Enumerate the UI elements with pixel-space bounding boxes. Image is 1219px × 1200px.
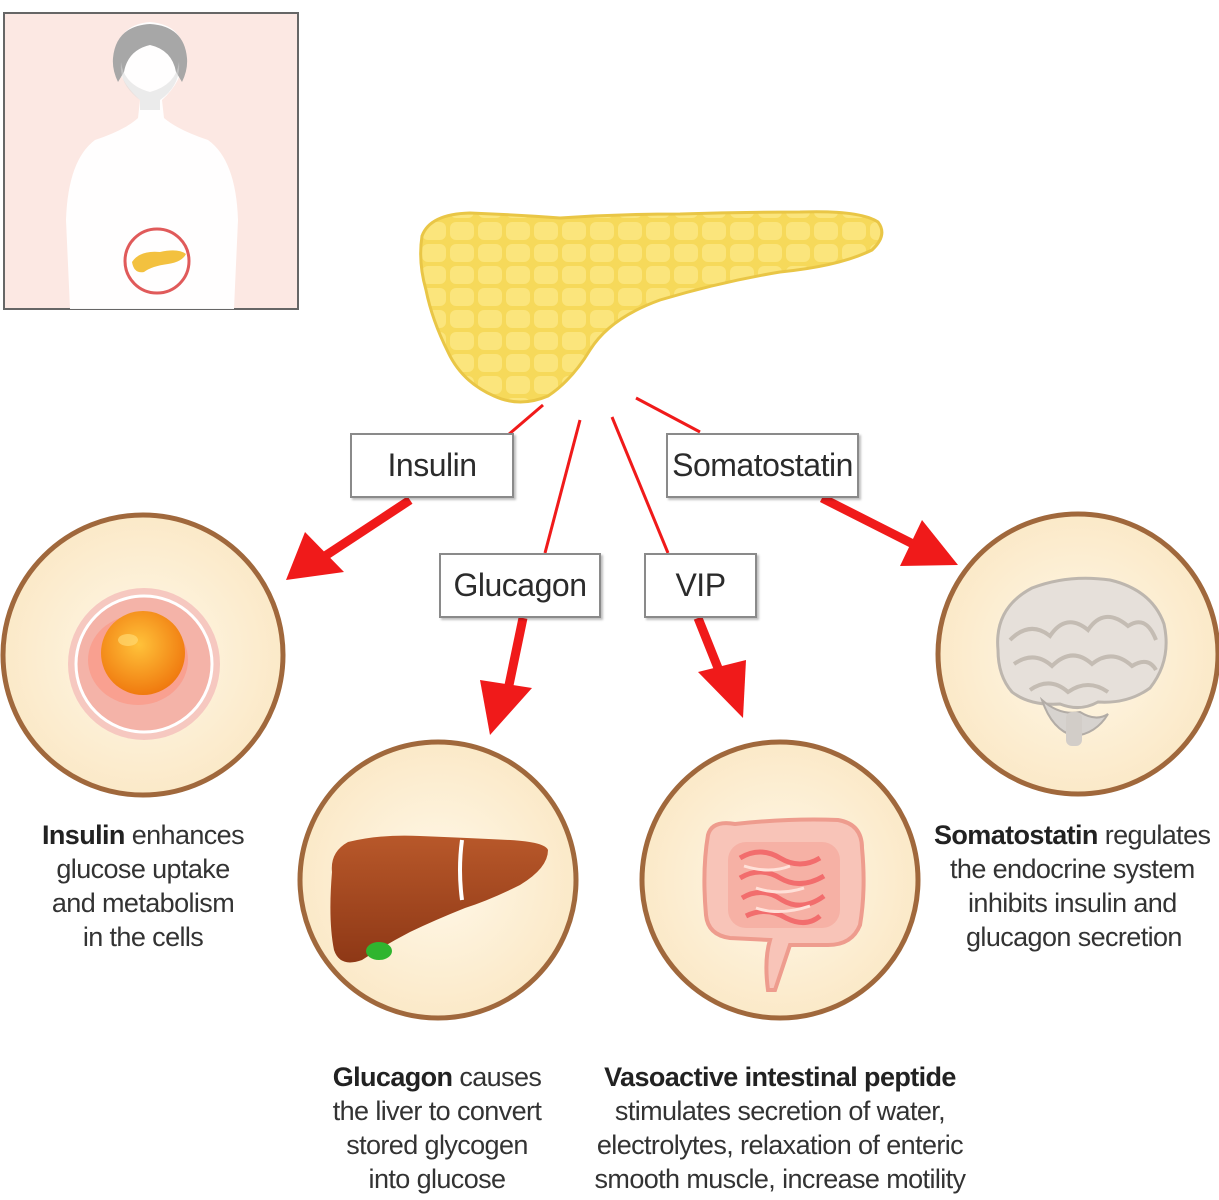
- caption-somatostatin-line-3: glucagon secretion: [966, 922, 1182, 952]
- arrow-line-insulin-thin: [507, 403, 544, 437]
- caption-insulin-bold: Insulin: [41, 820, 125, 850]
- body-inset: [3, 12, 299, 310]
- cell-circle: [0, 512, 286, 798]
- caption-somatostatin-bold: Somatostatin: [934, 820, 1098, 850]
- caption-glucagon: Glucagon causes the liver to convert sto…: [304, 1060, 570, 1196]
- hormone-arrows: [286, 396, 958, 735]
- arrow-somatostatin-head: [900, 520, 958, 566]
- caption-somatostatin-line-2: inhibits insulin and: [968, 888, 1177, 918]
- arrow-line-somatostatin-thin: [635, 396, 701, 434]
- arrow-vip-head: [698, 660, 746, 718]
- caption-somatostatin-line-1: the endocrine system: [950, 854, 1195, 884]
- liver-icon: [330, 835, 548, 963]
- brain-circle: [935, 511, 1219, 797]
- label-somatostatin: Somatostatin: [666, 433, 859, 498]
- caption-glucagon-line-3: into glucose: [368, 1164, 507, 1194]
- caption-somatostatin-rest: regulates: [1097, 820, 1211, 850]
- caption-insulin: Insulin enhances glucose uptake and meta…: [6, 818, 280, 954]
- caption-vip-line-1: stimulates secretion of water,: [614, 1096, 946, 1126]
- caption-somatostatin: Somatostatin regulates the endocrine sys…: [934, 818, 1219, 954]
- body-silhouette-icon: [66, 22, 238, 309]
- caption-vip-bold: Vasoactive intestinal peptide: [604, 1062, 956, 1092]
- caption-vip-line-3: smooth muscle, increase motility: [594, 1164, 967, 1194]
- caption-glucagon-line-1: the liver to convert: [332, 1096, 542, 1126]
- caption-vip-line-2: electrolytes, relaxation of enteric: [596, 1130, 964, 1160]
- intestine-circle: [639, 739, 921, 1021]
- pancreas-highlight-circle: [123, 227, 191, 295]
- cell-icon: [68, 588, 220, 740]
- gallbladder-icon: [366, 942, 392, 960]
- caption-insulin-line-3: in the cells: [82, 922, 204, 952]
- caption-insulin-line-2: and metabolism: [51, 888, 235, 918]
- pancreas-icon: [419, 210, 884, 404]
- arrow-glucagon-head: [480, 680, 532, 735]
- arrow-insulin-head: [286, 532, 344, 580]
- arrow-glucagon-shaft: [503, 617, 528, 691]
- arrow-line-glucagon-thin: [543, 419, 582, 554]
- caption-insulin-rest: enhances: [124, 820, 245, 850]
- label-insulin: Insulin: [350, 433, 514, 498]
- caption-vip: Vasoactive intestinal peptide stimulates…: [568, 1060, 992, 1196]
- intestine-icon: [702, 817, 866, 992]
- label-vip: VIP: [644, 553, 757, 618]
- arrow-insulin-shaft: [319, 496, 413, 562]
- arrow-line-vip-thin: [610, 416, 670, 554]
- brain-icon: [996, 576, 1168, 746]
- caption-glucagon-line-2: stored glycogen: [346, 1130, 528, 1160]
- liver-circle: [297, 739, 579, 1021]
- caption-insulin-line-1: glucose uptake: [56, 854, 230, 884]
- caption-glucagon-bold: Glucagon: [332, 1062, 453, 1092]
- label-glucagon: Glucagon: [439, 553, 601, 618]
- arrow-somatostatin-shaft: [819, 493, 918, 550]
- caption-glucagon-rest: causes: [452, 1062, 542, 1092]
